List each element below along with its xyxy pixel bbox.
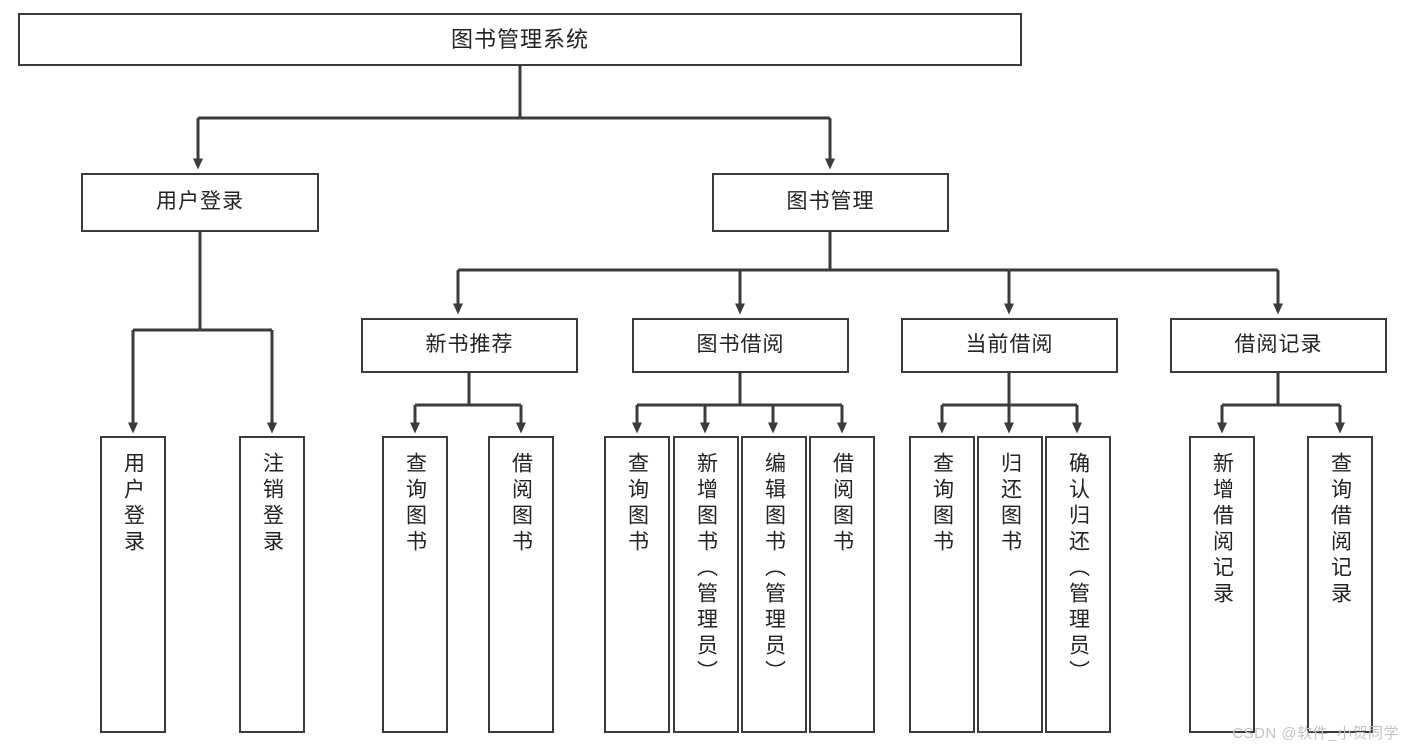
watermark: CSDN @软件_小贺同学	[1232, 725, 1399, 742]
leaf-query-book-borrow[interactable]: 查询图书	[604, 436, 670, 733]
node-label: 借阅图书	[509, 452, 533, 556]
node-label: 查询借阅记录	[1328, 452, 1352, 608]
leaf-add-book-admin[interactable]: 新增图书（管理员）	[673, 436, 739, 733]
node-new-book-recommend[interactable]: 新书推荐	[361, 318, 578, 373]
node-label: 查询图书	[930, 452, 954, 556]
node-label: 查询图书	[625, 452, 649, 556]
node-borrow-record[interactable]: 借阅记录	[1170, 318, 1387, 373]
node-label: 归还图书	[998, 452, 1022, 556]
node-label: 图书管理	[786, 190, 875, 214]
node-root-system[interactable]: 图书管理系统	[18, 13, 1022, 66]
node-label: 注销登录	[260, 452, 284, 556]
node-user-login[interactable]: 用户登录	[81, 173, 319, 232]
leaf-query-book-recommend[interactable]: 查询图书	[382, 436, 448, 733]
leaf-confirm-return-admin[interactable]: 确认归还（管理员）	[1045, 436, 1111, 733]
node-label: 确认归还（管理员）	[1066, 452, 1090, 686]
node-label: 图书管理系统	[450, 26, 589, 52]
node-book-borrow[interactable]: 图书借阅	[632, 318, 849, 373]
leaf-user-login[interactable]: 用户登录	[100, 436, 166, 733]
leaf-borrow-book[interactable]: 借阅图书	[809, 436, 875, 733]
leaf-logout[interactable]: 注销登录	[239, 436, 305, 733]
leaf-return-book[interactable]: 归还图书	[977, 436, 1043, 733]
node-label: 当前借阅	[965, 333, 1054, 357]
node-current-borrow[interactable]: 当前借阅	[901, 318, 1118, 373]
node-label: 编辑图书（管理员）	[762, 452, 786, 686]
node-label: 借阅图书	[830, 452, 854, 556]
leaf-add-borrow-record[interactable]: 新增借阅记录	[1189, 436, 1255, 733]
node-label: 新增图书（管理员）	[694, 452, 718, 686]
node-label: 用户登录	[156, 190, 244, 214]
leaf-borrow-book-recommend[interactable]: 借阅图书	[488, 436, 554, 733]
node-book-management[interactable]: 图书管理	[712, 173, 949, 232]
node-label: 查询图书	[403, 452, 427, 556]
node-label: 借阅记录	[1234, 333, 1323, 357]
node-label: 图书借阅	[696, 333, 785, 357]
node-label: 用户登录	[121, 452, 145, 556]
leaf-edit-book-admin[interactable]: 编辑图书（管理员）	[741, 436, 807, 733]
node-label: 新书推荐	[425, 333, 514, 357]
leaf-query-book-current[interactable]: 查询图书	[909, 436, 975, 733]
node-label: 新增借阅记录	[1210, 452, 1234, 608]
leaf-query-borrow-record[interactable]: 查询借阅记录	[1307, 436, 1373, 733]
